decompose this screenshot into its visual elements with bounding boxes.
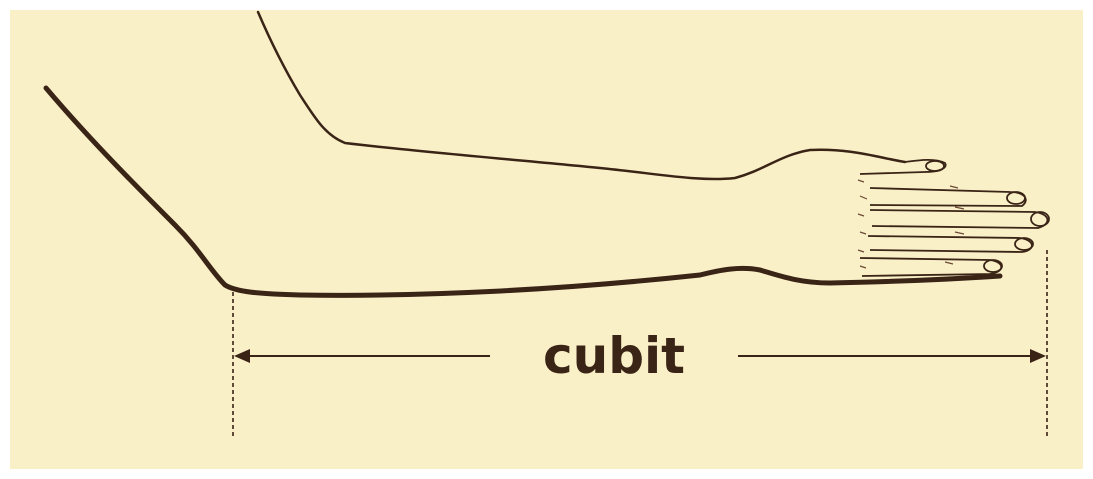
paper-background <box>10 10 1083 469</box>
cubit-label: cubit <box>543 327 685 385</box>
